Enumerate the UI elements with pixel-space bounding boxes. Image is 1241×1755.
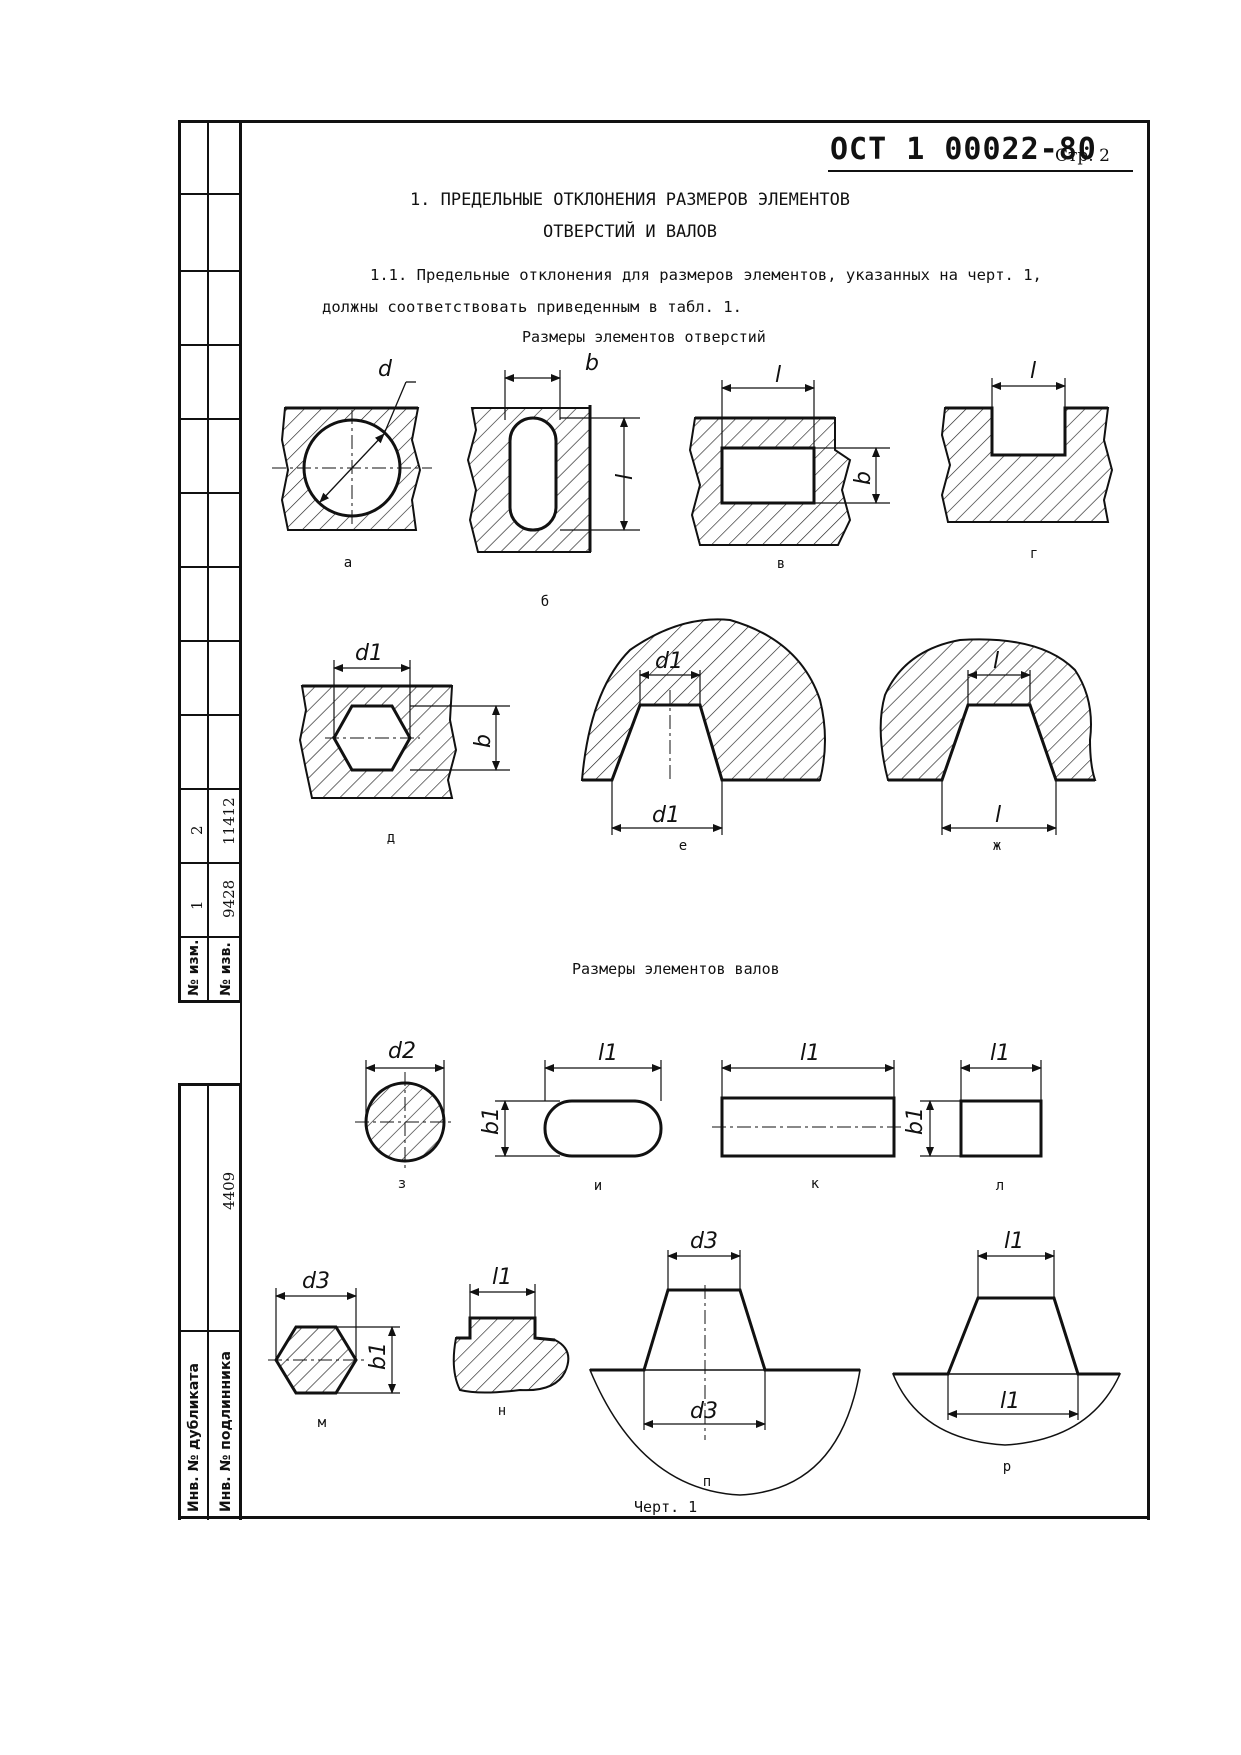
dim-k-top: l1 <box>800 1041 820 1066</box>
fig-label-p: п <box>702 1474 712 1490</box>
dim-z: d2 <box>388 1039 416 1064</box>
stamp-underline <box>828 170 1133 172</box>
fig-label-n: н <box>497 1403 507 1419</box>
dim-b-side: l <box>613 474 638 480</box>
figure-i <box>495 1060 663 1158</box>
figure-p <box>588 1250 861 1496</box>
stamp-rule <box>178 936 240 938</box>
stamp-rule <box>178 270 240 272</box>
dim-b: b <box>585 351 599 376</box>
paragraph-line1: 1.1. Предельные отклонения для размеров … <box>370 266 1042 284</box>
frame-top-line <box>178 120 1150 123</box>
fig-label-v: в <box>776 556 786 572</box>
dim-i-top: l1 <box>598 1041 618 1066</box>
dim-m-side: b1 <box>366 1342 391 1370</box>
stamp-rule <box>178 344 240 346</box>
dim-i-side: b1 <box>479 1107 504 1135</box>
fig-label-zh: ж <box>992 838 1002 854</box>
fig-label-a: а <box>343 555 353 571</box>
section-title-line2: ОТВЕРСТИЙ И ВАЛОВ <box>543 222 717 242</box>
figure-d <box>298 660 510 799</box>
fig-label-r: р <box>1002 1459 1012 1475</box>
figure-z <box>355 1060 455 1172</box>
figure-zh <box>879 638 1097 835</box>
figure-r <box>891 1250 1122 1446</box>
dim-p-top: d3 <box>690 1229 718 1254</box>
dim-r-bottom: l1 <box>1000 1389 1020 1414</box>
figure-k <box>712 1060 905 1158</box>
dim-l-top: l1 <box>990 1041 1010 1066</box>
stamp-rule <box>178 193 240 195</box>
frame-bottom-line <box>178 1516 1150 1519</box>
stamp-rule <box>178 1083 240 1086</box>
paragraph-line2: должны соответствовать приведенным в таб… <box>322 298 742 316</box>
fig-label-k: к <box>810 1176 820 1192</box>
frame-left-line <box>178 120 181 1520</box>
stamp-rule <box>178 1000 240 1003</box>
stamp-rule <box>178 492 240 494</box>
fig-label-z: з <box>397 1176 407 1192</box>
fig-label-e: е <box>678 838 688 854</box>
fig-label-d: д <box>386 830 396 846</box>
dim-l-side: b1 <box>903 1107 928 1135</box>
page-number: Стр. 2 <box>1055 146 1110 166</box>
shafts-caption: Размеры элементов валов <box>572 960 780 978</box>
stamp-rule <box>178 788 240 790</box>
figure-v <box>688 380 890 546</box>
dim-e-bottom: d1 <box>652 803 680 828</box>
dim-n-top: l1 <box>492 1265 512 1290</box>
fig-label-l: л <box>995 1178 1005 1194</box>
stamp-rule <box>178 1330 240 1332</box>
stamp-rule <box>178 640 240 642</box>
dim-g: l <box>1030 359 1036 384</box>
holes-caption: Размеры элементов отверстий <box>522 328 766 346</box>
dim-v: l <box>775 363 781 388</box>
figure-l <box>920 1060 1043 1158</box>
frame-column-divider <box>207 120 209 1520</box>
figure-caption: Черт. 1 <box>634 1498 698 1516</box>
figure-b <box>466 370 640 553</box>
dim-zh-top: l <box>993 649 999 674</box>
section-title-line1: 1. ПРЕДЕЛЬНЫЕ ОТКЛОНЕНИЯ РАЗМЕРОВ ЭЛЕМЕН… <box>409 190 851 210</box>
stamp-rule <box>178 566 240 568</box>
figure-n <box>452 1284 570 1394</box>
fig-label-m: м <box>317 1415 327 1431</box>
stamp-rule <box>178 418 240 420</box>
fig-label-b: б <box>540 594 550 610</box>
dim-m-top: d3 <box>302 1269 330 1294</box>
dim-v-side: b <box>851 471 876 485</box>
frame-right-line <box>1147 120 1150 1520</box>
dim-d-side: b <box>471 734 496 748</box>
dim-e-top: d1 <box>655 649 683 674</box>
dim-a: d <box>378 357 393 382</box>
stamp-rule <box>178 714 240 716</box>
dim-zh-bottom: l <box>995 803 1001 828</box>
dim-p-bottom: d3 <box>690 1399 718 1424</box>
frame-inner-line <box>239 120 242 1520</box>
stamp-rule <box>178 862 240 864</box>
fig-label-g: г <box>1029 546 1039 562</box>
stamp-gap <box>178 1003 240 1083</box>
fig-label-i: и <box>593 1178 603 1194</box>
figure-m <box>268 1288 400 1395</box>
figure-g <box>940 378 1114 523</box>
figure-a <box>272 381 432 531</box>
figure-e <box>580 618 826 835</box>
dim-d-top: d1 <box>355 641 383 666</box>
standard-number: ОСТ 1 00022-80 <box>830 132 1097 167</box>
dim-r-top: l1 <box>1004 1229 1024 1254</box>
